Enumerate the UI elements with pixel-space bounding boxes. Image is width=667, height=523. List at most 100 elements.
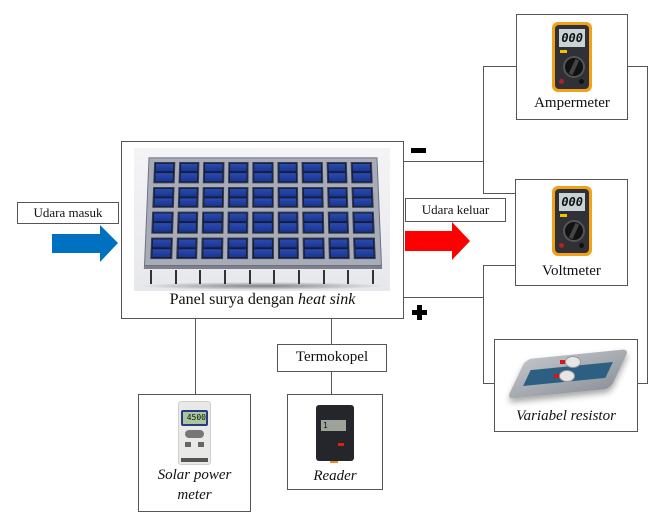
wire-to-solar-meter (195, 318, 196, 395)
solar-power-meter-label-line2: meter (177, 487, 212, 503)
heat-sink-fin (174, 270, 177, 284)
solar-cell (302, 237, 325, 260)
solar-power-meter-display: 4500 (183, 412, 206, 424)
multimeter-body: 000 (555, 189, 589, 253)
wire-to-voltmeter-top (483, 193, 516, 194)
wire-to-thermocouple (331, 318, 332, 345)
solar-cell (227, 162, 249, 183)
wire-from-ampermeter-right (627, 66, 648, 67)
resistor-marker (554, 374, 559, 378)
multimeter-icon: 000 (552, 22, 592, 92)
solar-cell (351, 162, 373, 183)
solar-cell (153, 162, 175, 183)
multimeter-jack (559, 243, 564, 248)
heat-sink-fin (150, 270, 152, 284)
solar-cell (152, 186, 175, 208)
solar-cell (226, 237, 249, 260)
voltmeter-label: Voltmeter (542, 263, 601, 279)
solar-cell (176, 211, 199, 234)
voltmeter-box: 000 Voltmeter (515, 179, 628, 286)
solar-cell (302, 211, 325, 234)
plus-sign-icon (412, 305, 427, 320)
solar-cell (351, 186, 374, 208)
heat-sink-fin (223, 270, 226, 284)
air-out-arrow-icon (405, 222, 470, 260)
air-out-label: Udara keluar (421, 202, 490, 217)
solar-power-meter-label-line1: Solar power (157, 467, 232, 483)
solar-cell (277, 186, 299, 208)
solar-cell (227, 186, 249, 208)
solar-meter-key (185, 442, 191, 447)
solar-cell (326, 162, 348, 183)
solar-cell (353, 237, 376, 260)
solar-panel-label-italic: heat sink (298, 291, 356, 308)
variable-resistor-icon (506, 346, 630, 408)
resistor-knob (565, 356, 581, 368)
solar-panel-label-plain: Panel surya dengan (169, 291, 299, 308)
air-in-arrow-shape (52, 225, 118, 262)
panel-cell-grid (150, 162, 376, 260)
solar-panel-box: Panel surya dengan heat sink (121, 141, 404, 319)
wire-left-lower (483, 265, 484, 384)
solar-cell (277, 211, 299, 234)
heat-sink-fin (322, 270, 325, 284)
reader-display: 1 (321, 420, 346, 431)
minus-sign-icon (411, 148, 426, 153)
panel-frame (144, 157, 382, 266)
solar-cell (327, 186, 349, 208)
thermocouple-box: Termokopel (277, 344, 387, 372)
multimeter-body: 000 (555, 25, 589, 89)
multimeter-jack (579, 79, 584, 84)
solar-cell (277, 237, 300, 260)
solar-meter-keypad (185, 430, 204, 438)
multimeter-icon: 000 (552, 186, 592, 256)
multimeter-button (560, 214, 567, 217)
multimeter-button (560, 50, 567, 53)
wire-left-upper (483, 66, 484, 194)
variable-resistor-label: Variabel resistor (516, 408, 616, 424)
solar-cell (175, 237, 198, 260)
heat-sink-fin (273, 270, 276, 284)
wire-negative (404, 161, 484, 162)
heat-sink-fin (297, 270, 300, 284)
heat-sink-fin (199, 270, 202, 284)
solar-cell (252, 162, 274, 183)
panel-shadow (138, 282, 386, 290)
ampermeter-display: 000 (559, 29, 585, 47)
solar-cell (252, 211, 274, 234)
reader-device-icon: 1 (316, 405, 354, 463)
resistor-knob (559, 370, 575, 382)
wire-positive (404, 297, 484, 298)
solar-cell (177, 186, 199, 208)
wire-right (647, 66, 648, 384)
reader-box: 1 Reader (287, 394, 383, 490)
multimeter-jack (579, 243, 584, 248)
solar-power-meter-icon: 4500 (178, 401, 211, 465)
multimeter-knob (563, 220, 585, 242)
variable-resistor-box: Variabel resistor (494, 339, 638, 432)
reader-connector (330, 461, 338, 463)
solar-meter-key (198, 442, 204, 447)
solar-cell (201, 237, 224, 260)
ampermeter-label: Ampermeter (534, 95, 610, 111)
solar-cell (202, 186, 224, 208)
resistor-marker (560, 360, 565, 364)
thermocouple-label: Termokopel (295, 349, 369, 365)
solar-cell (227, 211, 249, 234)
wire-to-resistor-left (483, 383, 495, 384)
heat-sink-fin (347, 270, 350, 284)
multimeter-jack (559, 79, 564, 84)
solar-cell (301, 162, 324, 183)
solar-power-meter-box: 4500 Solar power meter (138, 394, 251, 512)
air-in-arrow-icon (52, 225, 118, 262)
reader-label: Reader (313, 468, 357, 484)
solar-cell (277, 162, 299, 183)
wire-thermocouple-to-reader (331, 371, 332, 395)
air-out-arrow-shape (405, 222, 470, 260)
wire-to-ampermeter-left (483, 66, 516, 67)
solar-meter-screen: 4500 (181, 410, 208, 426)
solar-cell (252, 237, 274, 260)
solar-cell (201, 211, 224, 234)
solar-cell (352, 211, 375, 234)
reader-button (338, 443, 344, 446)
